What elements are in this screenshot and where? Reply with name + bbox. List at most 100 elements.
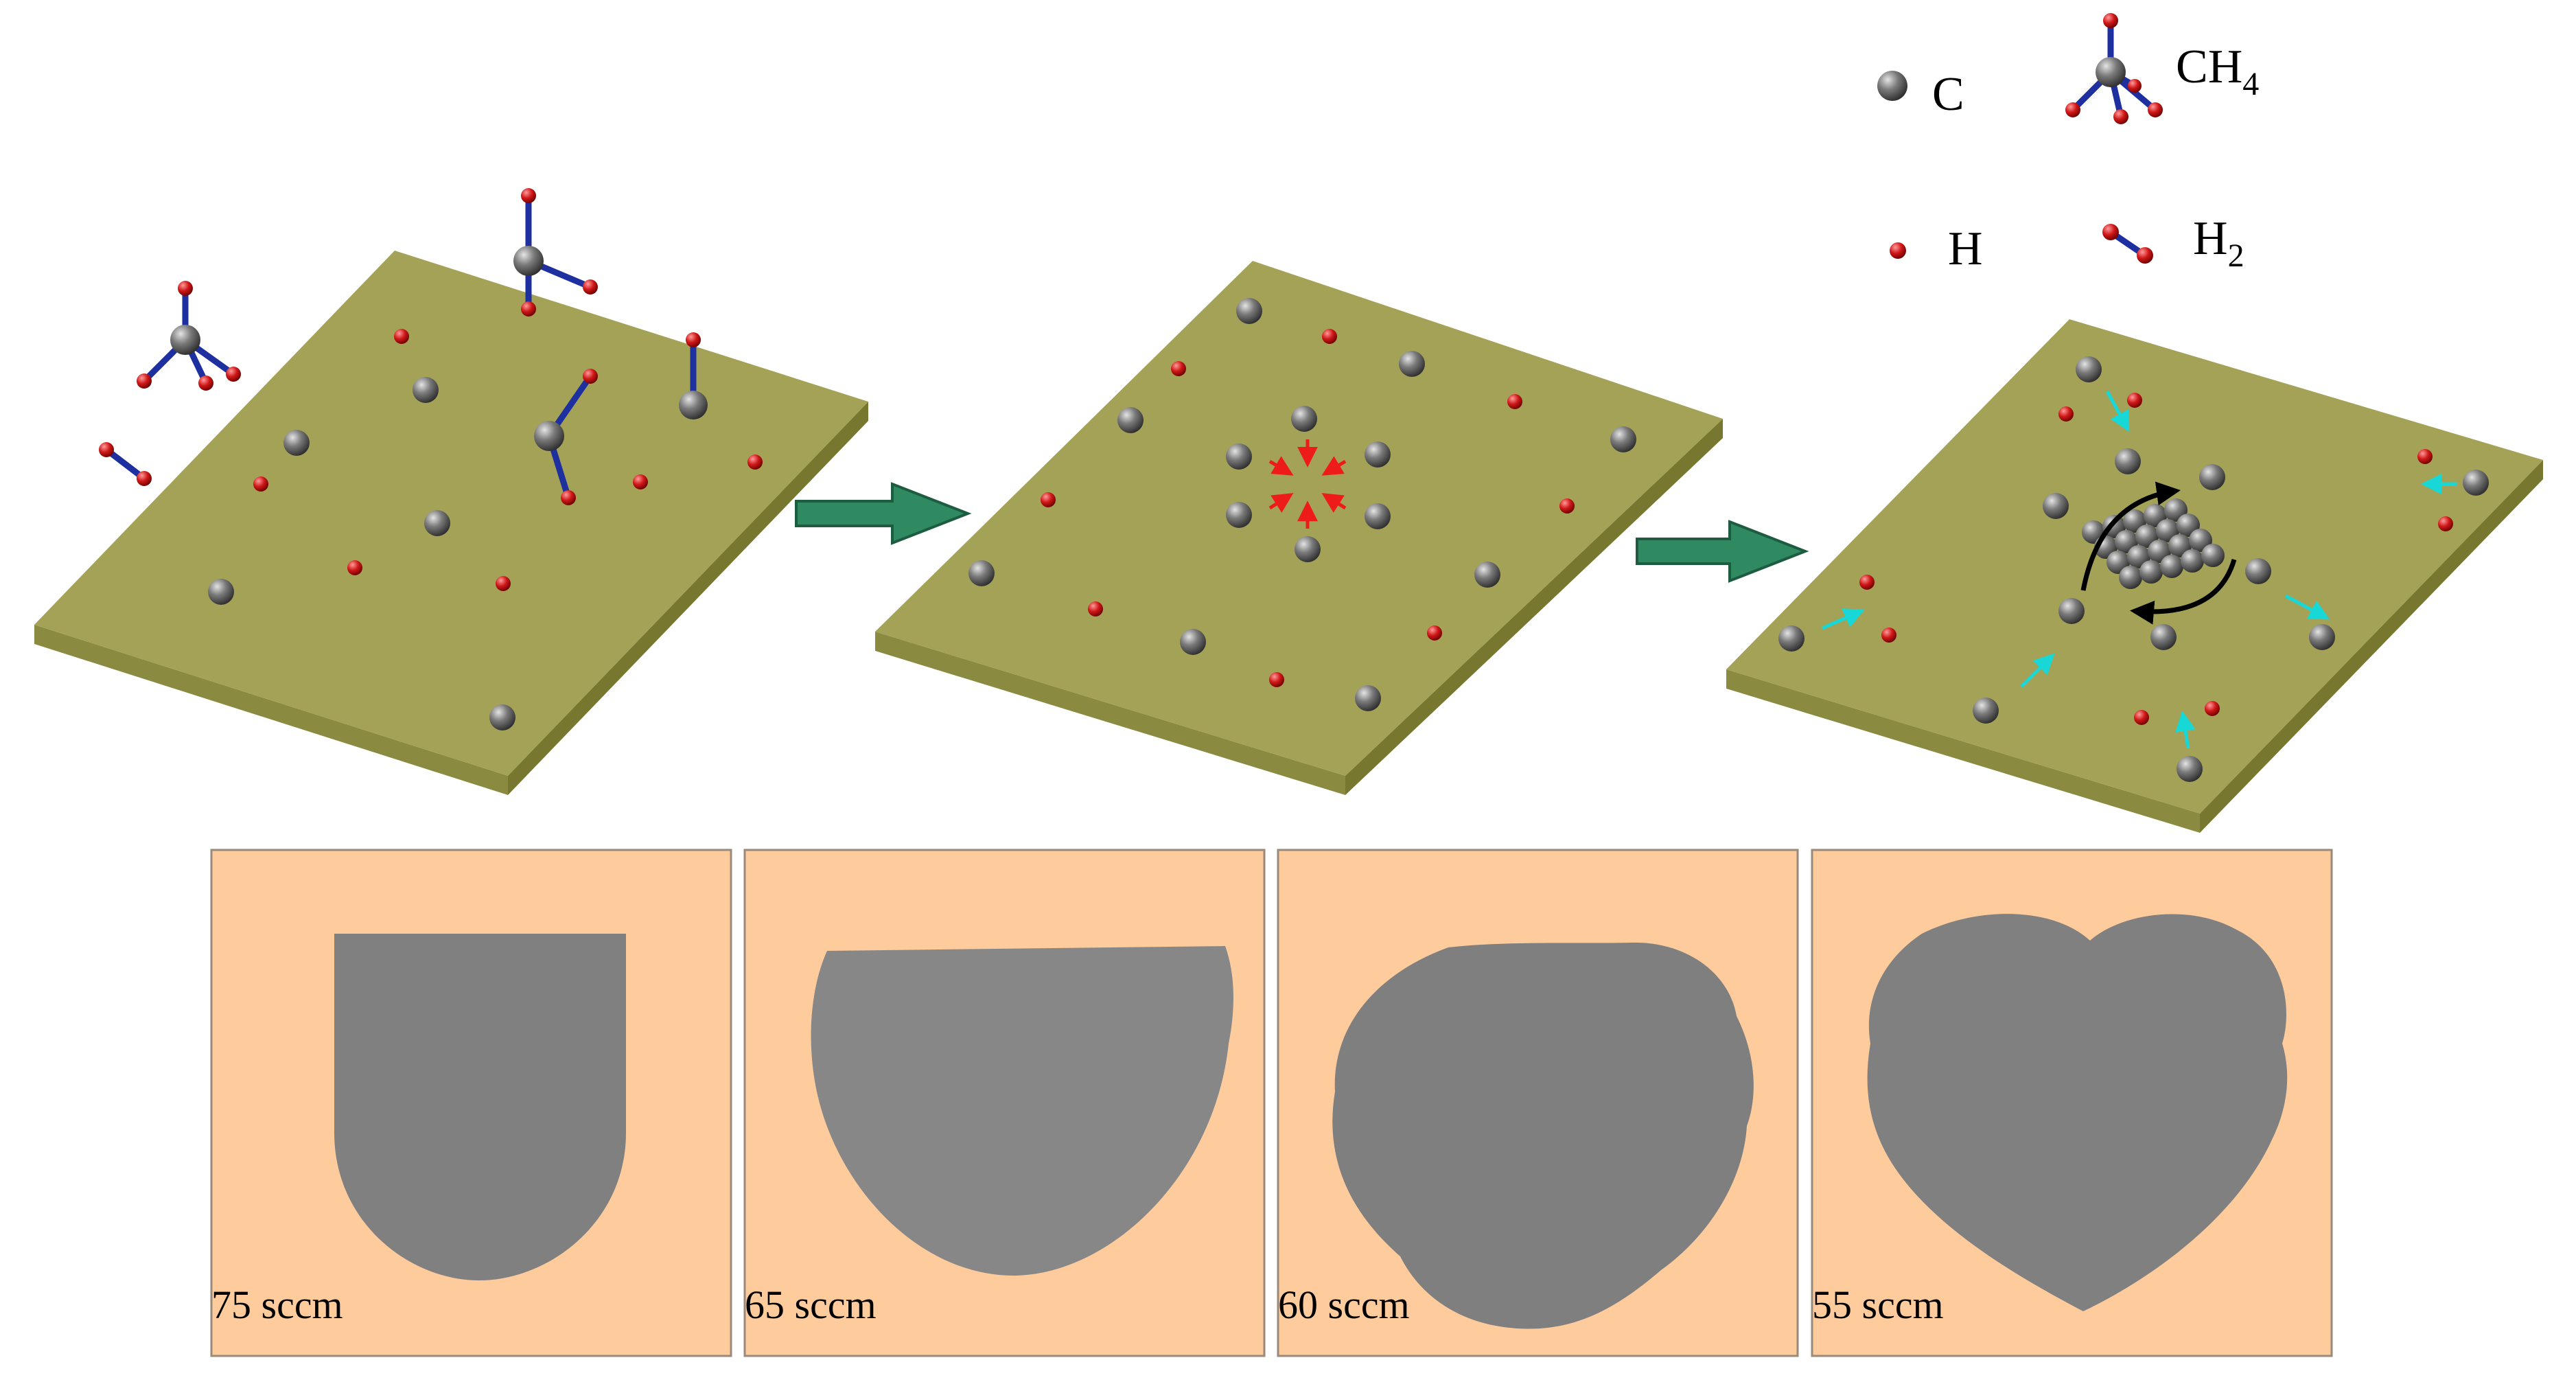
hydrogen-atom — [2205, 701, 2220, 716]
substrate-plate-2 — [875, 261, 1723, 795]
carbon-atom — [1973, 698, 1999, 724]
legend-methane-label: CH4 — [2176, 41, 2259, 102]
carbon-atom — [208, 579, 234, 605]
flow-rate-label: 65 sccm — [745, 1282, 877, 1327]
carbon-atom — [1365, 441, 1391, 468]
bond — [103, 446, 148, 482]
panel-65-sccm: 65 sccm — [743, 849, 1266, 1357]
carbon-atom — [1474, 562, 1500, 588]
carbon-atom — [2201, 544, 2225, 567]
hydrogen-atom — [633, 474, 648, 490]
cyan-arrow — [2284, 594, 2330, 620]
carbon-atom — [1226, 444, 1252, 470]
cyan-arrow — [1821, 608, 1865, 630]
hydrogen-atom — [521, 188, 536, 203]
red-arrow — [1321, 493, 1347, 513]
attachment-arrows — [1821, 390, 2457, 749]
carbon-atom — [2160, 555, 2183, 578]
panel-60-sccm: 60 sccm — [1277, 849, 1799, 1357]
hydrogen-atom — [2058, 406, 2074, 422]
graphene-domain-bowl — [811, 946, 1233, 1276]
hydrogen-atom — [99, 442, 114, 457]
rotation-arrows — [2080, 481, 2237, 625]
graphene-domain-shield — [334, 934, 626, 1280]
substrate-plate-1 — [34, 251, 868, 795]
carbon-atom — [1291, 406, 1317, 432]
hydrogen-atom — [178, 281, 193, 296]
carbon-atom — [424, 510, 450, 536]
hydrogen-atom — [1171, 361, 1186, 376]
hydrogen-atom — [2134, 710, 2149, 725]
hydrogen-atom — [137, 373, 152, 389]
hydrogen-atom — [2417, 449, 2433, 464]
hydrogen-atom — [1088, 601, 1103, 617]
hydrogen-atom — [1041, 492, 1056, 507]
hydrogen-atom — [686, 332, 701, 347]
carbon-atom — [513, 246, 544, 276]
red-arrow — [1268, 456, 1294, 476]
legend-carbon-icon — [1877, 71, 1907, 101]
carbon-atom — [170, 325, 200, 355]
hydrogen-atom — [226, 367, 241, 382]
carbon-atom — [2058, 598, 2085, 624]
carbon-atom — [1117, 407, 1144, 433]
panel-75-sccm: 75 sccm — [210, 849, 732, 1357]
hydrogen-atom — [137, 471, 152, 486]
carbon-atom — [534, 421, 564, 451]
hydrogen-atom — [1881, 627, 1896, 643]
carbon-atom — [968, 560, 995, 586]
hydrogen-atom — [394, 329, 409, 344]
carbon-atom — [1236, 298, 1262, 324]
carbon-atom — [413, 377, 439, 403]
carbon-atom — [1295, 536, 1321, 562]
process-arrow-1 — [795, 482, 972, 545]
hydrogen-atom — [747, 454, 763, 470]
carbon-atom — [2463, 470, 2489, 496]
flow-rate-label: 75 sccm — [211, 1282, 343, 1327]
carbon-atom — [2076, 356, 2102, 382]
flow-rate-label: 60 sccm — [1278, 1282, 1410, 1327]
red-arrow — [1321, 456, 1347, 476]
hydrogen-atom — [2127, 393, 2142, 408]
carbon-atom — [2309, 624, 2335, 650]
carbon-atom — [1226, 502, 1252, 528]
hydrogen-atom — [253, 476, 268, 492]
legend: C CH4 H H2 — [1877, 13, 2259, 275]
carbon-atom — [1610, 426, 1636, 452]
atoms-layer — [99, 188, 2489, 782]
carbon-atom — [489, 704, 515, 730]
hydrogen-atom — [198, 376, 213, 391]
nucleation-arrows — [1268, 439, 1347, 529]
carbon-atom — [2150, 624, 2177, 650]
carbon-atom — [1399, 351, 1425, 377]
carbon-atom — [2199, 464, 2225, 490]
legend-dihydrogen-icon — [2102, 224, 2153, 264]
legend-hydrogen-icon — [1890, 242, 1906, 259]
carbon-atom — [2245, 558, 2271, 584]
cyan-arrow — [2105, 390, 2130, 433]
carbon-atom — [2119, 566, 2142, 589]
carbon-atom — [2043, 493, 2069, 519]
graphene-domain-rounded-blob — [1332, 942, 1754, 1329]
legend-carbon-label: C — [1932, 68, 1964, 121]
legend-dihydrogen-label: H2 — [2193, 212, 2244, 274]
hydrogen-atom — [1427, 625, 1442, 641]
graphene-domain-heart — [1867, 914, 2288, 1311]
carbon-atom — [1365, 503, 1391, 529]
cyan-arrow — [2175, 711, 2196, 749]
hydrogen-atom — [496, 576, 511, 591]
cyan-arrow — [2020, 653, 2055, 688]
carbon-atom — [283, 430, 310, 456]
carbon-atom — [1778, 625, 1805, 652]
hydrogen-atom — [583, 369, 598, 384]
hydrogen-atom — [561, 490, 576, 505]
carbon-atom — [1180, 629, 1206, 655]
legend-methane-icon — [2065, 13, 2163, 124]
hydrogen-atom — [2438, 516, 2453, 531]
hydrogen-atom — [521, 301, 536, 316]
carbon-atom — [2181, 549, 2204, 573]
carbon-atom — [2115, 448, 2141, 474]
panel-55-sccm: 55 sccm — [1811, 849, 2333, 1357]
hydrogen-atom — [1507, 394, 1522, 409]
